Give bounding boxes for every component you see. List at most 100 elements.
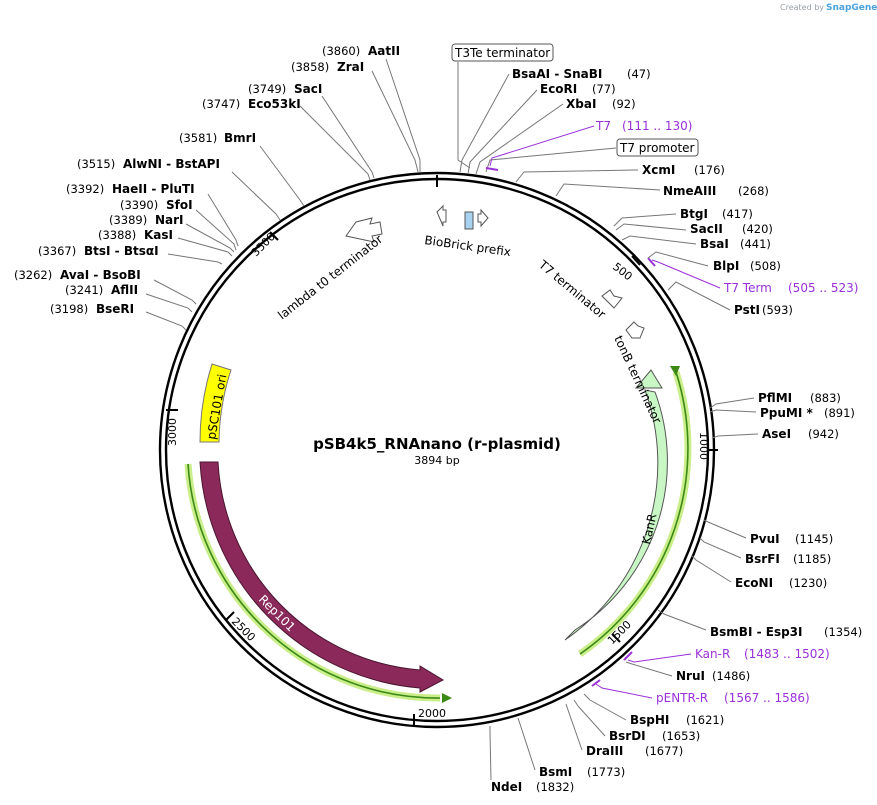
lambda-t0-terminator-feature[interactable] — [345, 217, 383, 243]
svg-text:AseI: AseI — [762, 427, 791, 441]
svg-text:BsmBI - Esp3I: BsmBI - Esp3I — [710, 625, 802, 639]
site-ecori[interactable]: EcoRI (77) — [467, 82, 616, 175]
site-bsmbi[interactable]: BsmBI - Esp3I (1354) — [657, 609, 862, 639]
rep101-feature[interactable] — [199, 461, 445, 693]
svg-text:BlpI: BlpI — [713, 259, 739, 273]
site-bseri[interactable]: (3198) BseRI — [50, 302, 187, 331]
svg-text:(1486): (1486) — [712, 669, 750, 683]
site-bsrfi[interactable]: BsrFI (1185) — [699, 537, 831, 566]
site-avai[interactable]: (3262) AvaI - BsoBI — [14, 268, 197, 305]
svg-text:XcmI: XcmI — [642, 163, 675, 177]
tick-label-500: 500 — [610, 260, 635, 283]
svg-text:(883): (883) — [810, 391, 841, 405]
t7-promoter-box[interactable] — [616, 138, 699, 157]
primer-pentr-r[interactable]: pENTR-R (1567 .. 1586) — [595, 683, 810, 705]
site-bmri[interactable]: (3581) BmrI — [179, 131, 305, 207]
tick-3500 — [269, 231, 279, 241]
site-haeii[interactable]: (3392) HaeII - PluTI — [66, 182, 239, 247]
svg-text:(1773): (1773) — [587, 765, 625, 779]
site-sfoi[interactable]: (3390) SfoI — [120, 198, 237, 251]
primer-kan-r[interactable]: Kan-R (1483 .. 1502) — [627, 647, 830, 663]
svg-text:PvuI: PvuI — [750, 532, 780, 546]
site-saci[interactable]: (3749) SacI — [248, 82, 375, 179]
svg-text:(1621): (1621) — [686, 713, 724, 727]
svg-text:NruI: NruI — [676, 669, 705, 683]
site-sacii[interactable]: SacII (420) — [615, 222, 773, 236]
svg-text:Eco53kI: Eco53kI — [248, 97, 301, 111]
svg-text:(1230): (1230) — [789, 576, 827, 590]
svg-text:(3388): (3388) — [98, 228, 136, 242]
psc101-ori-feature[interactable] — [199, 363, 232, 443]
t7-promoter-label: T7 promoter — [619, 141, 695, 155]
primer-t7[interactable]: T7 (111 .. 130) — [489, 119, 692, 167]
site-kasi[interactable]: (3388) KasI — [98, 228, 233, 257]
site-psti[interactable]: PstI (593) — [667, 281, 793, 317]
t7-promoter-leader — [485, 147, 617, 173]
svg-text:KasI: KasI — [144, 228, 173, 242]
site-econi[interactable]: EcoNI (1230) — [691, 555, 827, 590]
svg-text:PstI: PstI — [734, 303, 760, 317]
tonb-terminator-feature[interactable] — [625, 321, 645, 339]
svg-text:PpuMI *: PpuMI * — [760, 406, 814, 420]
svg-text:(508): (508) — [750, 259, 781, 273]
svg-text:(1483 .. 1502): (1483 .. 1502) — [744, 647, 830, 661]
svg-text:(3749): (3749) — [248, 82, 286, 96]
site-draiii[interactable]: DraIII (1677) — [565, 703, 683, 758]
site-zrai[interactable]: (3858) ZraI — [291, 60, 419, 173]
site-pvui[interactable]: PvuI (1145) — [703, 519, 833, 546]
svg-text:(1677): (1677) — [645, 744, 683, 758]
site-ppumi[interactable]: PpuMI * (891) — [709, 406, 855, 420]
site-nrui[interactable]: NruI (1486) — [625, 661, 750, 683]
rep101-track-arrow — [442, 693, 452, 703]
site-bsrdi[interactable]: BsrDI (1653) — [573, 699, 700, 743]
site-asei[interactable]: AseI (942) — [711, 427, 839, 441]
t3te-terminator-box[interactable] — [451, 43, 554, 62]
svg-text:(1832): (1832) — [536, 780, 574, 794]
svg-text:(1145): (1145) — [795, 532, 833, 546]
svg-text:(505 .. 523): (505 .. 523) — [788, 281, 858, 295]
primer-marks — [485, 167, 656, 687]
svg-text:T7 Term: T7 Term — [723, 281, 772, 295]
site-nmeaiii[interactable]: NmeAIII (268) — [555, 183, 769, 198]
svg-text:(420): (420) — [742, 222, 773, 236]
tick-label-3000: 3000 — [166, 418, 179, 446]
site-nari[interactable]: (3389) NarI — [109, 213, 235, 253]
kanr-feature[interactable] — [564, 389, 668, 641]
site-bsaai[interactable]: BsaAI - SnaBI (47) — [459, 67, 651, 173]
svg-text:AvaI - BsoBI: AvaI - BsoBI — [60, 268, 141, 282]
svg-text:(1567 .. 1586): (1567 .. 1586) — [724, 691, 810, 705]
svg-text:ZraI: ZraI — [337, 60, 364, 74]
svg-text:SacI: SacI — [294, 82, 322, 96]
site-aatii[interactable]: (3860) AatII — [322, 44, 421, 172]
svg-text:(3392): (3392) — [66, 182, 104, 196]
site-xbai[interactable]: XbaI (92) — [475, 97, 636, 175]
tick-label-1000: 1000 — [697, 432, 710, 460]
svg-text:(176): (176) — [694, 163, 725, 177]
tick-label-2000: 2000 — [418, 707, 446, 720]
site-pflmi[interactable]: PflMI (883) — [709, 391, 841, 409]
site-alwni[interactable]: (3515) AlwNI - BstAPI — [77, 157, 281, 221]
site-btsi[interactable]: (3367) BtsI - BtsαI — [38, 244, 223, 265]
site-ndei[interactable]: NdeI (1832) — [489, 726, 574, 794]
site-bsmi[interactable]: BsmI (1773) — [517, 717, 625, 779]
lambda-t0-terminator-label: lambda t0 terminator — [275, 232, 385, 322]
t7-terminator-feature[interactable] — [601, 289, 623, 309]
primer-t7-term[interactable]: T7 Term (505 .. 523) — [651, 259, 858, 295]
site-blpi[interactable]: BlpI (508) — [647, 251, 781, 273]
svg-text:NmeAIII: NmeAIII — [663, 184, 716, 198]
svg-text:BtsI - BtsαI: BtsI - BtsαI — [84, 244, 159, 258]
site-aflii[interactable]: (3241) AflII — [65, 283, 193, 313]
svg-text:(3581): (3581) — [179, 131, 217, 145]
site-bsphi[interactable]: BspHI (1621) — [583, 693, 724, 727]
site-eco53ki[interactable]: (3747) Eco53kI — [202, 97, 371, 181]
svg-text:(3515): (3515) — [77, 157, 115, 171]
svg-text:EcoRI: EcoRI — [540, 82, 577, 96]
site-bsai[interactable]: BsaI (441) — [621, 235, 771, 251]
rep101-track-line — [187, 463, 441, 699]
svg-text:(92): (92) — [612, 97, 636, 111]
biobrick-prefix-feature[interactable] — [464, 211, 474, 230]
site-xcmi[interactable]: XcmI (176) — [515, 163, 725, 183]
svg-text:NdeI: NdeI — [491, 780, 522, 794]
svg-text:(3367): (3367) — [38, 244, 76, 258]
site-btgi[interactable]: BtgI (417) — [613, 207, 753, 227]
